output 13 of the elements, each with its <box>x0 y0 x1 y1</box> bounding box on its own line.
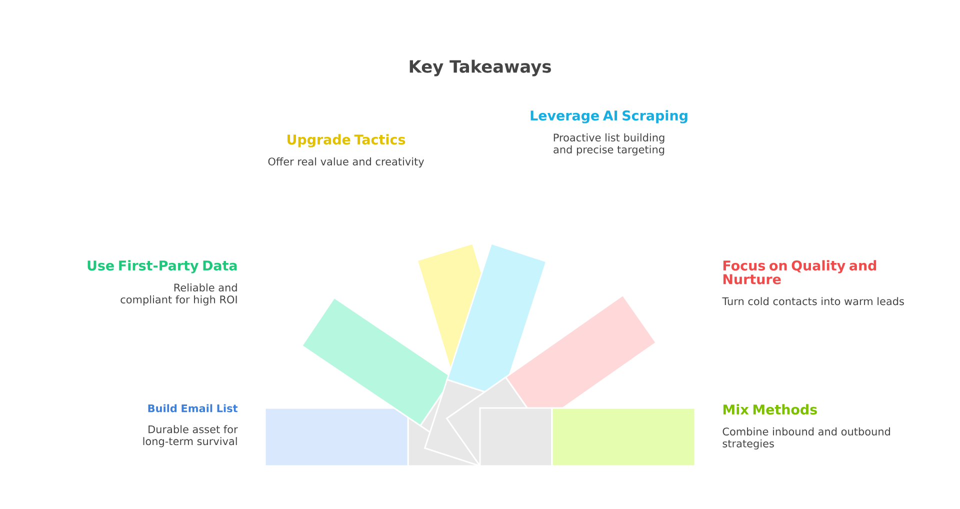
heading: Focus on Quality and Nurture <box>723 260 876 284</box>
description: Durable asset for long-term survival <box>143 425 238 448</box>
heading: Mix Methods <box>723 404 817 415</box>
heading: Build Email List <box>148 404 238 412</box>
heading: Leverage AI Scraping <box>530 110 688 124</box>
description: Combine inbound and outbound strategies <box>722 427 890 450</box>
heading: Upgrade Tactics <box>288 134 406 148</box>
description: Proactive list building and precise targeting <box>554 133 664 156</box>
title: Key Takeaways <box>410 60 551 76</box>
description: Turn cold contacts into warm leads <box>722 297 904 306</box>
heading: Use First-Party Data <box>88 260 237 274</box>
description: Reliable and compliant for high ROI <box>120 283 237 306</box>
description: Offer real value and creativity <box>268 157 424 168</box>
